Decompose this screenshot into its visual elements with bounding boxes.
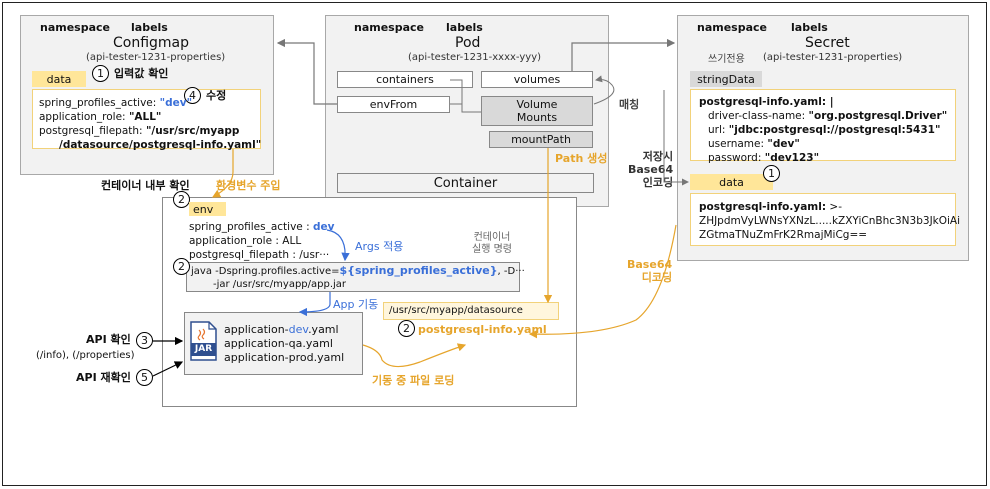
stringdata-line: username: "dev" [708, 138, 800, 150]
pod-volume-mounts-box: Volume Mounts [481, 96, 593, 126]
step-4-configmap: 4 [184, 87, 201, 104]
configmap-step1-label: 입력값 확인 [114, 67, 169, 80]
matching-arc [593, 75, 615, 105]
volume-mounts-label-2: Mounts [516, 111, 558, 124]
secret-labels: labels [791, 21, 828, 34]
app-file-item: application-qa.yaml [224, 337, 333, 350]
secret-encode-line [663, 90, 689, 186]
java-command: java -Dspring.profiles.active=${spring_p… [191, 264, 525, 290]
pod-envfrom-box: envFrom [337, 96, 450, 113]
env-inject-arrow [211, 149, 234, 198]
secret-subtitle: (api-tester-1231-properties) [763, 52, 903, 63]
configmap-data-content: spring_profiles_active: "dev" applicatio… [39, 96, 261, 152]
java-command-box [186, 262, 520, 292]
stringdata-line: driver-class-name: "org.postgresql.Drive… [708, 110, 948, 122]
decode-arrow [528, 224, 677, 339]
secret-stringdata-tag: stringData [690, 71, 762, 87]
step-2-env: 2 [173, 191, 190, 208]
pod-subtitle: (api-tester-1231-xxxx-yyy) [408, 52, 542, 63]
configmap-data-box [32, 89, 261, 149]
secret-data-box [690, 193, 956, 246]
mount-dir-path: /usr/src/myapp/datasource [389, 305, 523, 316]
secret-title: Secret [805, 35, 850, 51]
jar-icon-label: JAR [194, 344, 213, 354]
configmap-data-tag: data [32, 71, 86, 87]
envfrom-to-configmap-line [276, 38, 337, 105]
data-line: ZHJpdmVyLWNsYXNzL.....kZXYiCnBhc3N3b3JkO… [699, 215, 961, 227]
configmap-line: spring_profiles_active: "dev" [39, 97, 193, 109]
step-3: 3 [136, 332, 153, 349]
path-create-label: Path 생성 [555, 152, 608, 165]
write-only-label: 쓰기전용 [708, 54, 745, 65]
exec-cmd-label: 컨테이너 실행 명령 [472, 232, 512, 255]
configmap-title: Configmap [113, 35, 190, 51]
pod-namespace: namespace [354, 21, 425, 34]
pod-mountpath-box: mountPath [489, 131, 593, 148]
app-file-item: application-prod.yaml [224, 351, 345, 364]
mount-dir-box [383, 302, 559, 320]
app-files-list: application-dev.yaml application-qa.yaml… [224, 323, 344, 365]
containers-to-mounts-line [461, 104, 481, 113]
volumes-to-secret-line [571, 38, 676, 71]
api-paths-label: (/info), (/properties) [36, 350, 135, 361]
pod-labels: labels [446, 21, 483, 34]
pod-container-box: Container [337, 173, 594, 193]
secret-stringdata-content: postgresql-info.yaml: | driver-class-nam… [699, 95, 947, 165]
pod-containers-box: containers [337, 71, 473, 88]
env-line: postgresql_filepath : /usr··· [189, 249, 330, 261]
stringdata-line: postgresql-info.yaml: | [699, 96, 834, 108]
env-inject-label: 환경변수 주입 [216, 179, 281, 192]
step-2-java: 2 [173, 258, 190, 275]
mount-file-name: postgresql-info.yaml [418, 323, 547, 336]
file-loading-arrow [362, 343, 467, 368]
configmap-line: /datasource/postgresql-info.yaml" [59, 139, 262, 151]
data-line: ZGtmaTNuZmFrK2RmajMiCg== [699, 229, 868, 241]
containers-to-envfrom-line [450, 79, 463, 105]
app-file-item: application-dev.yaml [224, 323, 339, 336]
api-check-label: API 확인 [86, 333, 131, 346]
file-loading-label: 기동 중 파일 로딩 [372, 374, 455, 387]
secret-stringdata-box [690, 89, 956, 161]
internal-check-label: 컨테이너 내부 확인 [101, 179, 190, 192]
step-5: 5 [136, 369, 153, 386]
configmap-step4-label: 수정 [206, 89, 227, 102]
api-recheck-arrow [152, 361, 184, 377]
data-line: postgresql-info.yaml: >- [699, 201, 842, 213]
app-start-arrow [298, 292, 331, 317]
store-base64-label: 저장시 Base64 인코딩 [628, 150, 674, 189]
step-2-mount: 2 [398, 320, 415, 337]
args-apply-arrow [326, 229, 350, 262]
env-line: application_role : ALL [189, 235, 302, 247]
args-apply-label: Args 적용 [355, 240, 404, 253]
step-1-secret: 1 [763, 165, 780, 182]
configmap-line: postgresql_filepath: "/usr/src/myapp [39, 125, 240, 137]
configmap-line: application_role: "ALL" [39, 111, 162, 123]
configmap-namespace: namespace [40, 21, 111, 34]
env-content: spring_profiles_active : dev application… [189, 220, 334, 262]
volume-mounts-label: Volume [516, 98, 558, 111]
stringdata-line: password: "dev123" [708, 152, 820, 164]
jar-file-icon: JAR [190, 321, 217, 361]
matching-label: 매칭 [619, 98, 640, 111]
step-1-configmap: 1 [92, 65, 109, 82]
pod-volumes-box: volumes [481, 71, 593, 88]
secret-data-tag: data [690, 174, 773, 190]
pod-title: Pod [455, 35, 481, 51]
secret-namespace: namespace [697, 21, 768, 34]
api-recheck-label: API 재확인 [76, 371, 131, 384]
configmap-subtitle: (api-tester-1231-properties) [86, 52, 226, 63]
env-tag: env [189, 202, 226, 216]
secret-data-content: postgresql-info.yaml: >- ZHJpdmVyLWNsYXN… [699, 200, 960, 242]
app-start-label: App 기동 [333, 298, 379, 311]
container-title: Container [433, 175, 498, 191]
stringdata-line: url: "jdbc:postgresql://postgresql:5431" [708, 124, 941, 136]
configmap-labels: labels [131, 21, 168, 34]
